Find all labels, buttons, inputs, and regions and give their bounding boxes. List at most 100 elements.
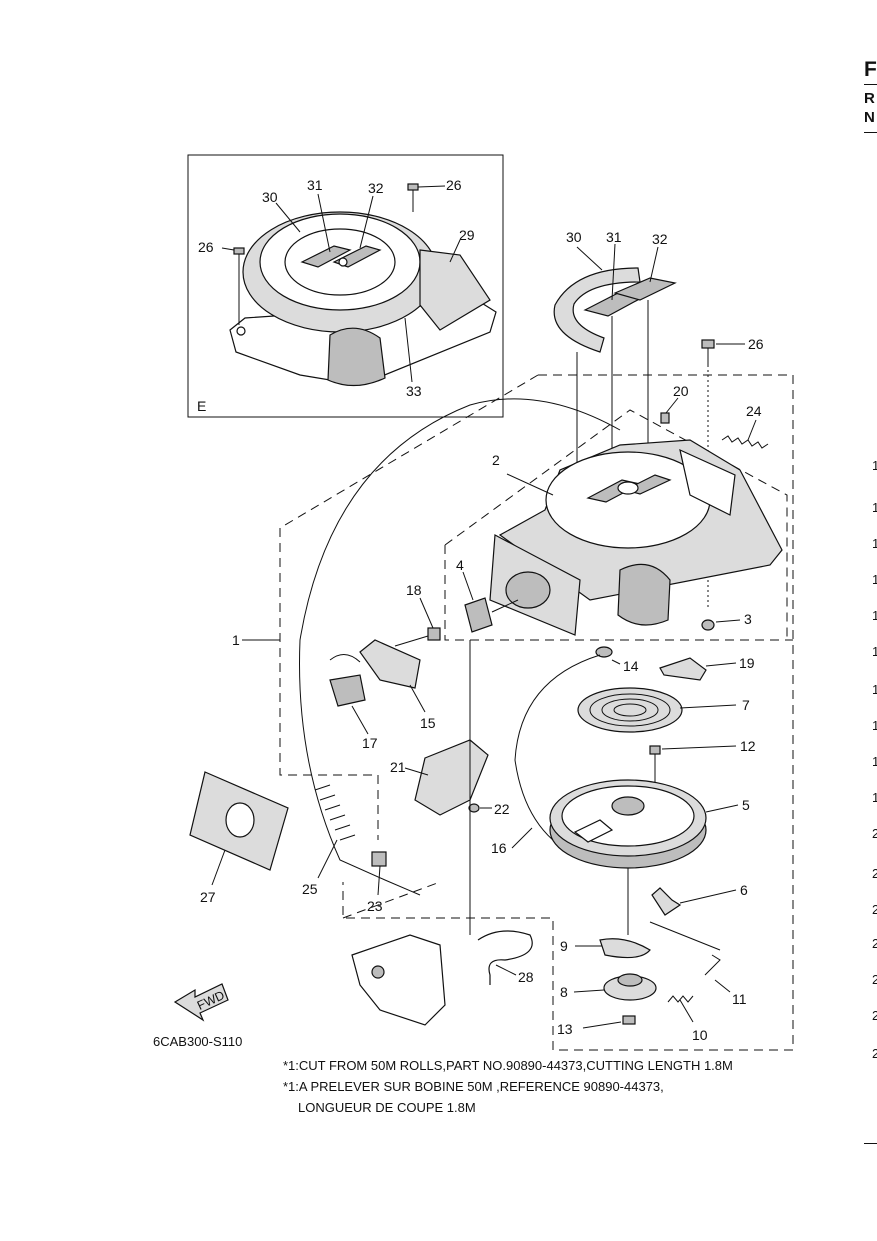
callout-26-inset-left: 26 xyxy=(198,239,214,255)
pawl-6 xyxy=(651,887,682,916)
edge-digit: 2 xyxy=(872,826,877,841)
spring-24 xyxy=(721,435,769,449)
housing-bracket xyxy=(679,448,736,516)
bolt-26 xyxy=(701,339,715,349)
bracket-pivot xyxy=(371,965,385,979)
callout-2: 2 xyxy=(492,452,500,468)
callout-32: 32 xyxy=(652,231,668,247)
callout-8: 8 xyxy=(560,984,568,1000)
callout-3: 3 xyxy=(744,611,752,627)
grommet-4 xyxy=(464,597,493,633)
callout-13: 13 xyxy=(557,1021,573,1037)
edge-digit: 1 xyxy=(872,644,877,659)
inset-handle-cup xyxy=(327,327,386,387)
callout-30-inset: 30 xyxy=(262,189,278,205)
housing-cup xyxy=(617,563,671,626)
bolt-12 xyxy=(649,745,661,755)
nut-23 xyxy=(371,851,387,867)
inset-bolt-26-top xyxy=(407,183,419,191)
footnote-en: *1:CUT FROM 50M ROLLS,PART NO.90890-4437… xyxy=(283,1058,733,1073)
outline-assembly-1-left xyxy=(279,374,539,840)
callout-30: 30 xyxy=(566,229,582,245)
callout-33-inset: 33 xyxy=(406,383,422,399)
edge-digit: 1 xyxy=(872,682,877,697)
inset-label-31 xyxy=(300,245,352,268)
cam-17 xyxy=(329,674,366,707)
callout-26: 26 xyxy=(748,336,764,352)
fwd-label: FWD xyxy=(195,988,227,1013)
fwd-arrow-icon: FWD xyxy=(173,983,229,1022)
reel-pulley-5 xyxy=(549,779,707,869)
outline-assembly-1 xyxy=(342,374,794,1051)
edge-digit: 1 xyxy=(872,536,877,551)
header-fragment-r: R xyxy=(864,90,875,107)
handle-grommet xyxy=(505,571,551,609)
edge-digit: 1 xyxy=(872,754,877,769)
inset-view-e: E 30 31 32 26 26 29 33 xyxy=(187,154,504,418)
nut-3 xyxy=(701,619,715,631)
edge-digit: 1 xyxy=(872,790,877,805)
inset-center-boss xyxy=(338,257,348,267)
edge-digit: 1 xyxy=(872,500,877,515)
engine-bracket xyxy=(351,934,446,1026)
callout-15: 15 xyxy=(420,715,436,731)
callout-32-inset: 32 xyxy=(368,180,384,196)
callout-29-inset: 29 xyxy=(459,227,475,243)
decal-group: 30 31 32 xyxy=(553,229,677,525)
callout-31: 31 xyxy=(606,229,622,245)
callout-11: 11 xyxy=(732,991,747,1007)
callout-6: 6 xyxy=(740,882,748,898)
callout-24: 24 xyxy=(746,403,762,419)
callout-22: 22 xyxy=(494,801,510,817)
inset-bolt-26-left xyxy=(233,247,245,255)
callout-14: 14 xyxy=(623,658,639,674)
edge-digit: 1 xyxy=(872,458,877,473)
footnotes: *1:CUT FROM 50M ROLLS,PART NO.90890-4437… xyxy=(283,1055,733,1118)
callout-16: 16 xyxy=(491,840,507,856)
callout-10: 10 xyxy=(692,1027,708,1043)
footnote-fr-1: *1:A PRELEVER SUR BOBINE 50M ,REFERENCE … xyxy=(283,1079,664,1094)
callout-12: 12 xyxy=(740,738,756,754)
inset-bolt-hole xyxy=(236,326,246,336)
header-fragment-n: N xyxy=(864,109,875,126)
clamp-28 xyxy=(477,930,533,985)
starter-housing: 2 xyxy=(489,439,783,636)
housing-boss xyxy=(617,481,639,495)
callout-1: 1 xyxy=(232,632,240,648)
callout-25: 25 xyxy=(302,881,318,897)
edge-digit: 1 xyxy=(872,718,877,733)
callout-19: 19 xyxy=(739,655,755,671)
header-rule xyxy=(864,84,877,85)
footer-rule xyxy=(864,1143,877,1144)
callout-5: 5 xyxy=(742,797,750,813)
footnote-fr-2: LONGUEUR DE COUPE 1.8M xyxy=(298,1100,476,1115)
pin-20 xyxy=(660,412,670,424)
edge-digit: 2 xyxy=(872,902,877,917)
edge-digit: 2 xyxy=(872,1046,877,1061)
friction-plate-9 xyxy=(599,938,651,959)
inset-frame xyxy=(187,154,504,418)
inner-cable-16 xyxy=(514,654,601,856)
spiral-spring-7 xyxy=(577,687,683,733)
callout-4: 4 xyxy=(456,557,464,573)
callout-21: 21 xyxy=(390,759,406,775)
cable-end-14 xyxy=(595,646,613,658)
callout-27: 27 xyxy=(200,889,216,905)
bracket-21 xyxy=(414,739,489,816)
edge-digit: 2 xyxy=(872,972,877,987)
outline-assembly-2 xyxy=(444,545,793,641)
callout-17: 17 xyxy=(362,735,378,751)
clip-11 xyxy=(704,954,721,976)
nut-18 xyxy=(427,627,441,641)
edge-digit: 1 xyxy=(872,608,877,623)
cable-wrap xyxy=(314,784,356,841)
header-rule-lower xyxy=(864,132,877,133)
callout-26-inset-top: 26 xyxy=(446,177,462,193)
pawl-19 xyxy=(659,657,707,681)
spring-10 xyxy=(667,995,694,1003)
callout-7: 7 xyxy=(742,697,750,713)
decal-30 xyxy=(553,267,641,353)
edge-digit: 2 xyxy=(872,866,877,881)
edge-digit: 2 xyxy=(872,936,877,951)
